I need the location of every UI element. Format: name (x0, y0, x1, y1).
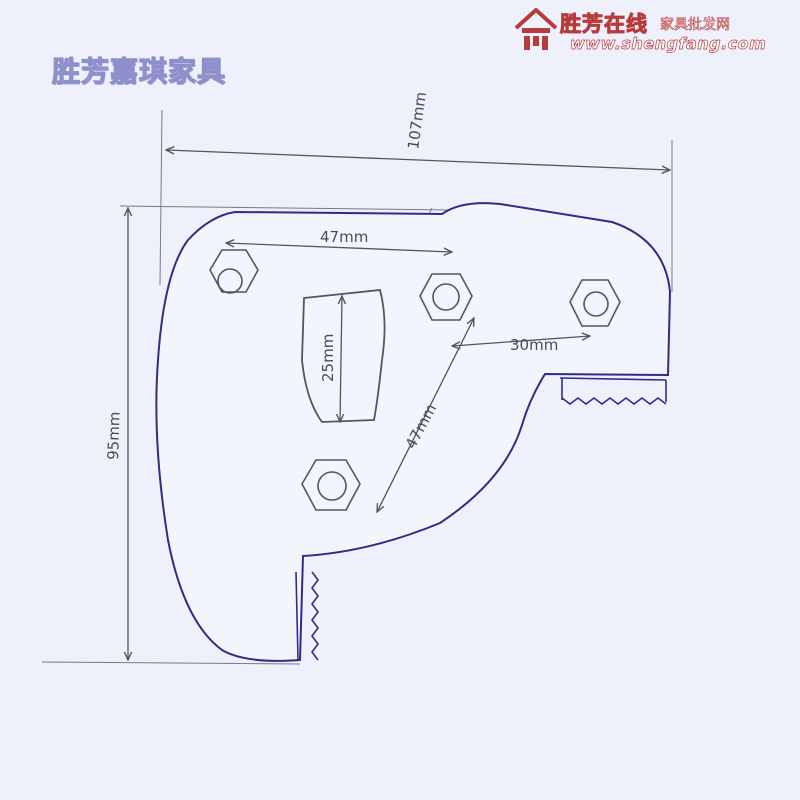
brand-name: 胜芳在线 (560, 12, 648, 37)
brand-url: www.shengfang.com (570, 34, 767, 54)
dim-bolt-spacing-right: 30mm (510, 336, 558, 354)
hex-bolt (209, 249, 259, 294)
dim-bolt-spacing-top: 47mm (320, 228, 368, 246)
dimension-lines (128, 150, 670, 660)
brand-logo: 胜芳在线 家具批发网 www.shengfang.com (514, 4, 794, 58)
hex-bolt (569, 279, 621, 327)
watermark-title: 胜芳嘉琪家具 (51, 54, 227, 88)
dim-slot-height: 25mm (319, 334, 337, 382)
house-logo-icon (514, 8, 558, 50)
hex-bolt (301, 459, 361, 511)
jaw-serrations (295, 377, 667, 661)
dim-overall-width: 107mm (404, 91, 430, 151)
dim-overall-height: 95mm (104, 411, 124, 460)
brand-subtitle: 家具批发网 (660, 17, 731, 34)
